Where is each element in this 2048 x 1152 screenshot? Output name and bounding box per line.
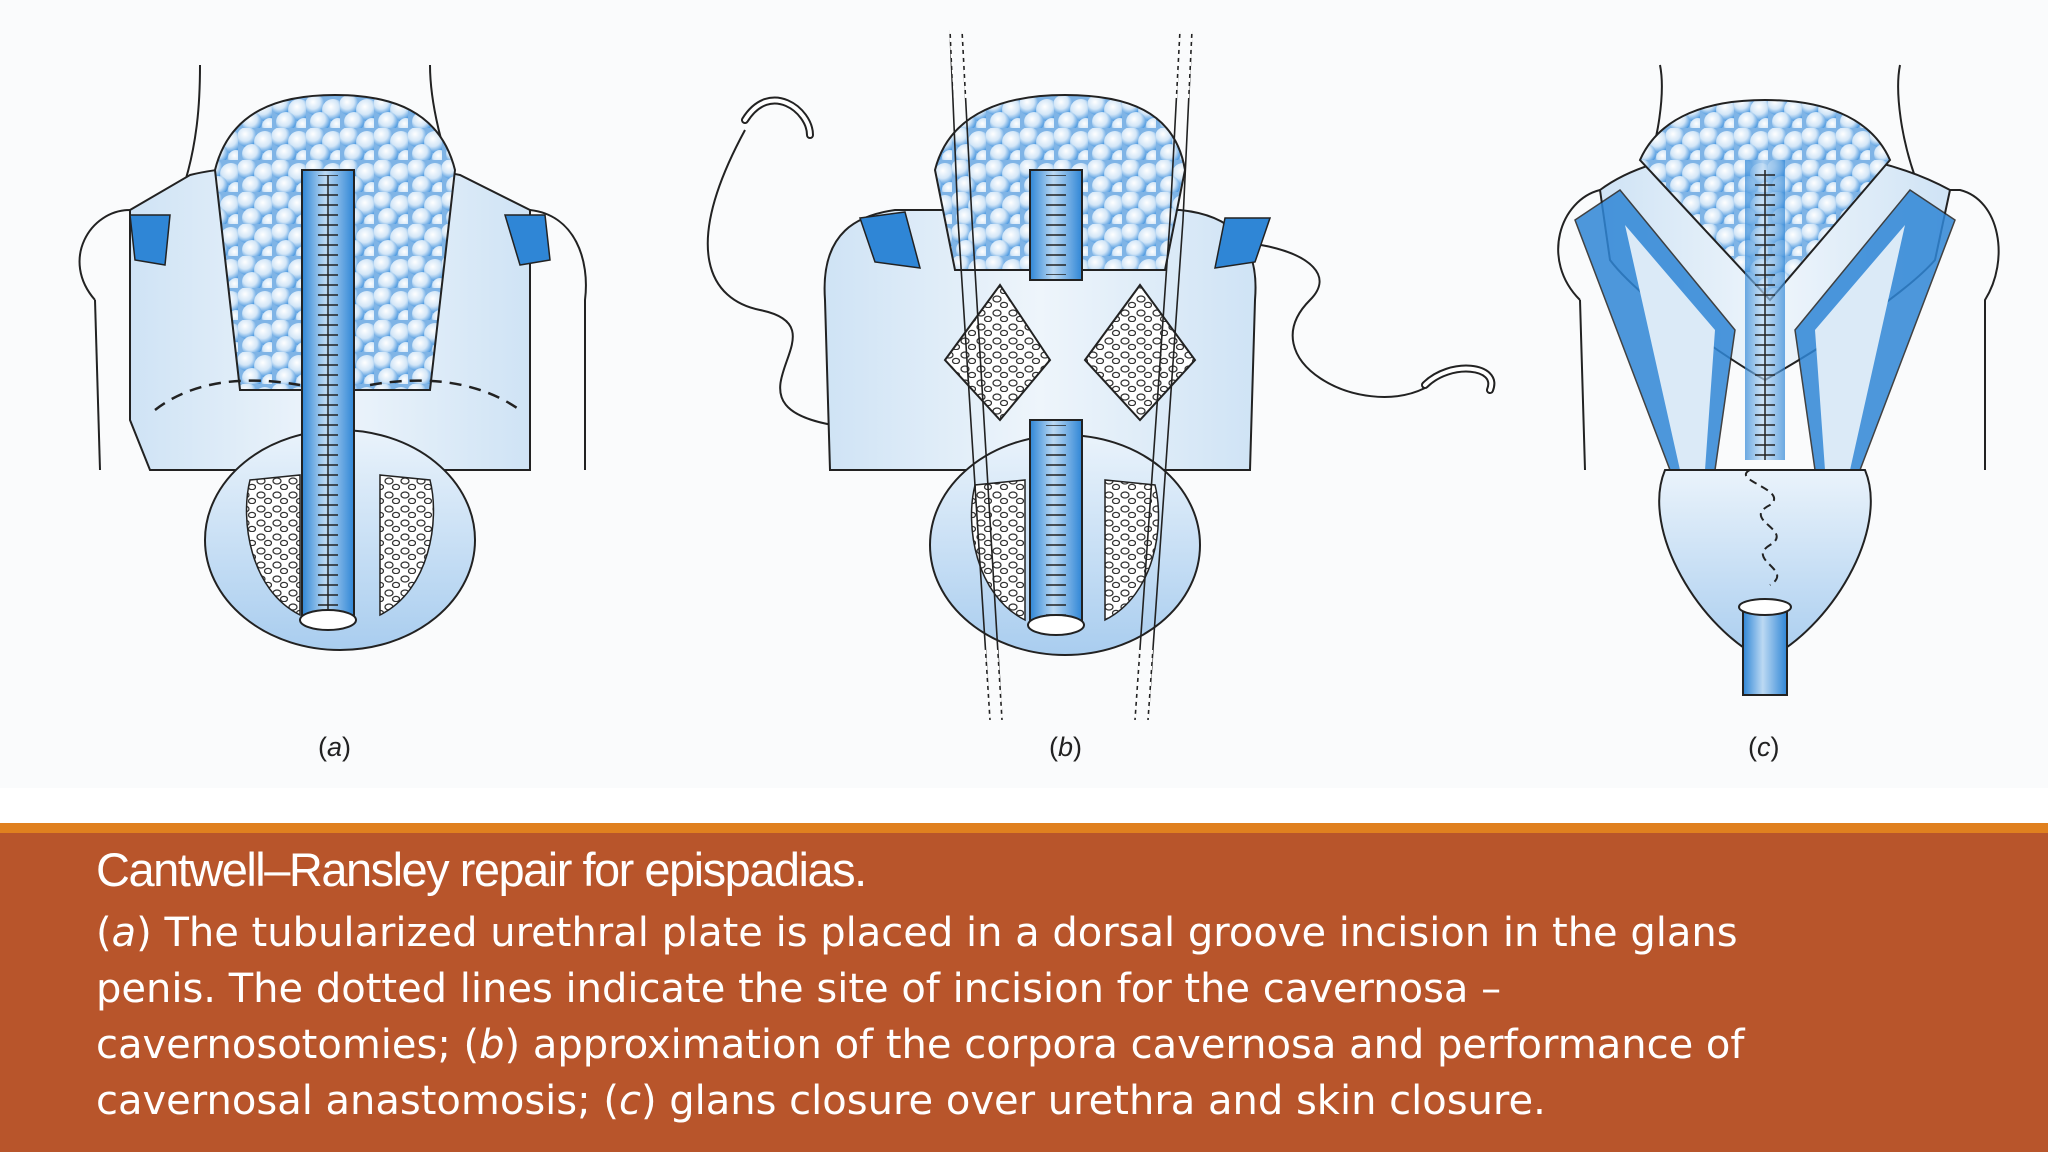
- caption-text: cavernosal anastomosis; (: [96, 1078, 619, 1124]
- caption-body: (a) The tubularized urethral plate is pl…: [96, 905, 1976, 1129]
- caption-text: ) approximation of the corpora cavernosa…: [504, 1022, 1745, 1068]
- caption-line: cavernosotomies; (b) approximation of th…: [96, 1017, 1976, 1073]
- caption-line: (a) The tubularized urethral plate is pl…: [96, 905, 1976, 961]
- panel-label-a: (a): [318, 732, 352, 762]
- accent-bar: [0, 823, 2048, 833]
- caption-text: ) glans closure over urethra and skin cl…: [640, 1078, 1546, 1124]
- panel-c-drawing: [1557, 64, 2000, 696]
- caption-band: [0, 833, 2048, 1152]
- panel-label-b: (b): [1049, 732, 1083, 762]
- caption-text: (: [96, 910, 112, 956]
- panel-label-c: (c): [1748, 732, 1780, 762]
- caption-panel-ref: a: [111, 910, 137, 956]
- caption-text: penis. The dotted lines indicate the sit…: [96, 966, 1502, 1012]
- caption-title: Cantwell–Ransley repair for epispadias.: [96, 843, 867, 896]
- caption-line: cavernosal anastomosis; (c) glans closur…: [96, 1073, 1976, 1129]
- epispadias-repair-illustration: [78, 29, 2000, 721]
- panel-a-drawing: [78, 64, 587, 651]
- panel-b-drawing: [706, 29, 1496, 721]
- caption-text: ) The tubularized urethral plate is plac…: [136, 910, 1738, 956]
- caption-line: penis. The dotted lines indicate the sit…: [96, 961, 1976, 1017]
- figure-area: (a) (b) (c): [78, 29, 2000, 762]
- caption-panel-ref: c: [618, 1078, 641, 1124]
- caption-panel-ref: b: [479, 1022, 505, 1068]
- caption-text: cavernosotomies; (: [96, 1022, 480, 1068]
